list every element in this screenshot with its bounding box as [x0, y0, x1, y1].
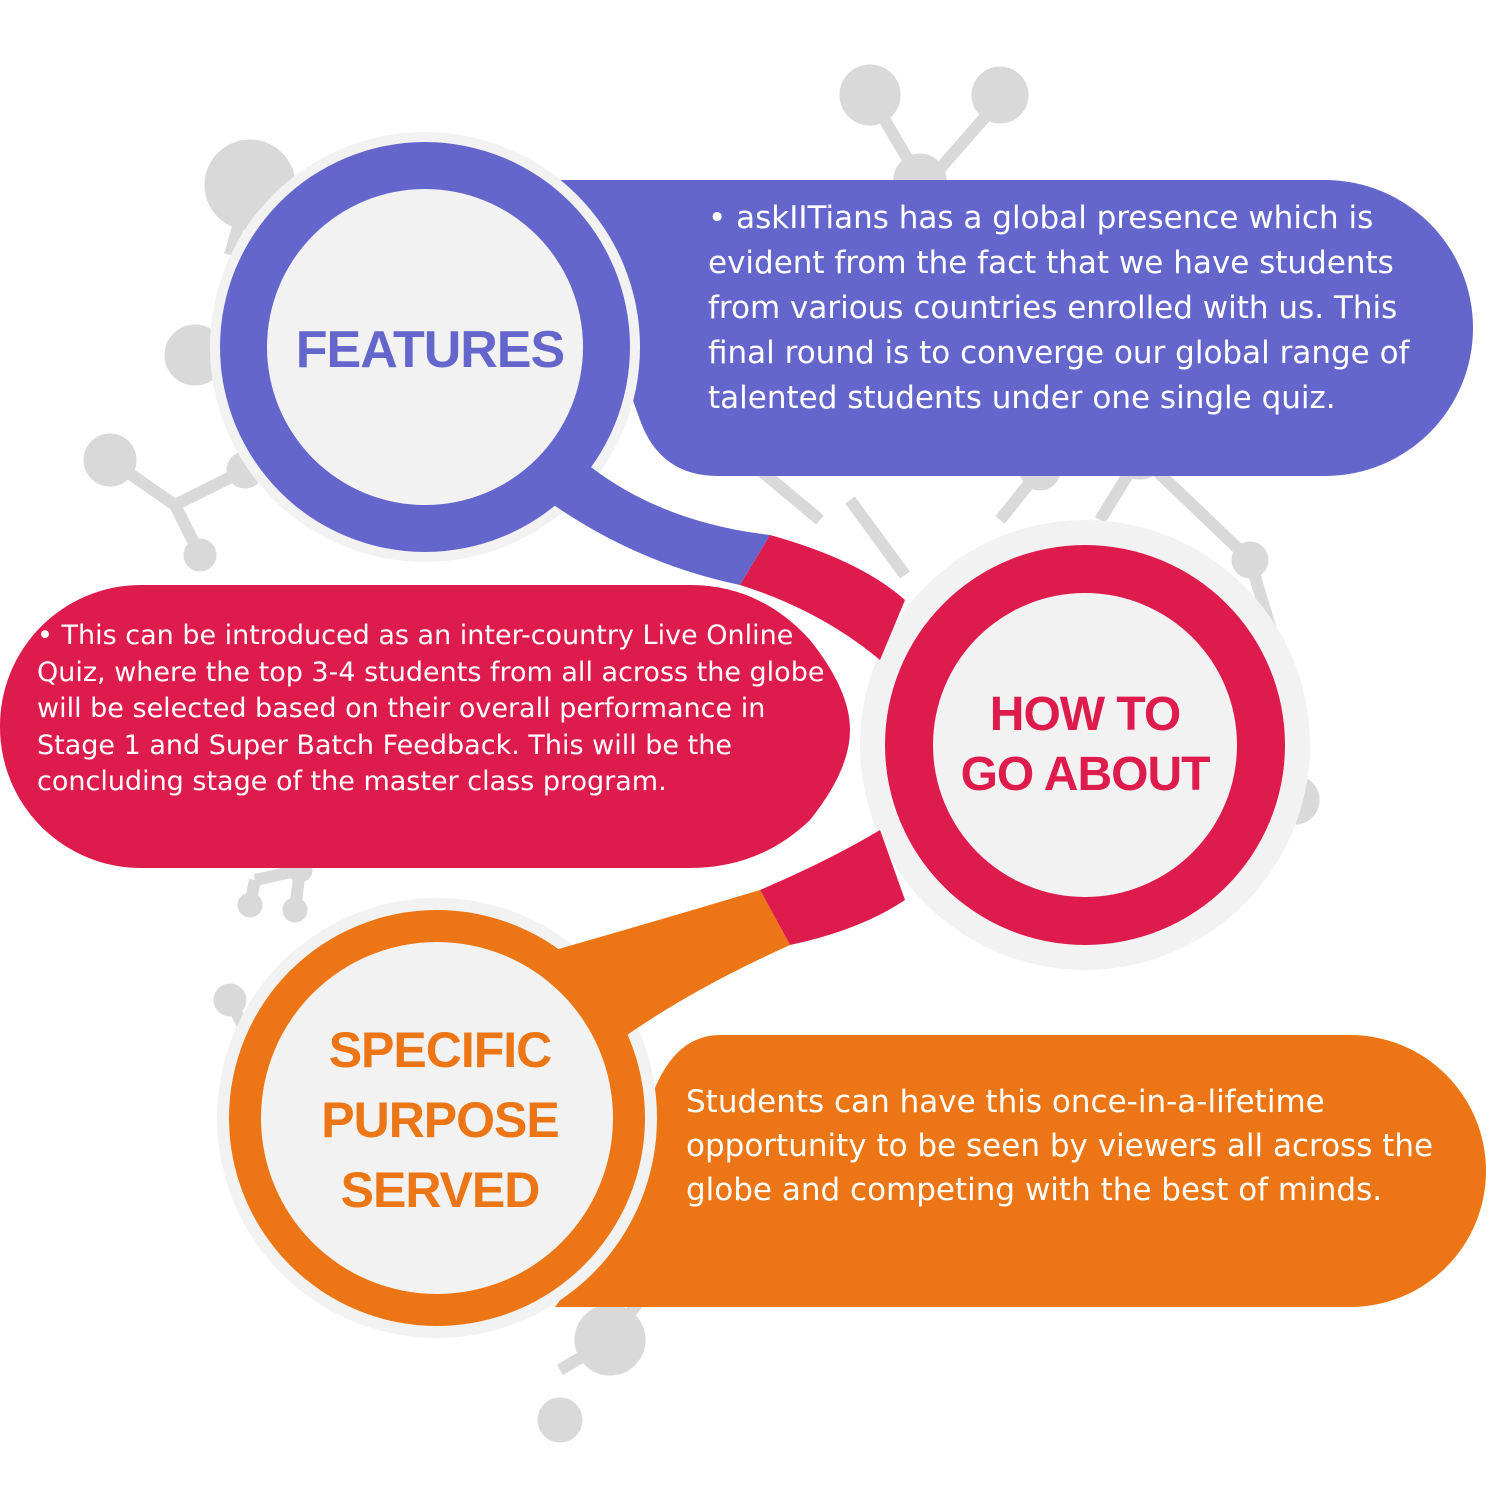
- features-banner: [555, 180, 1473, 476]
- how-to-title-line2: GO ABOUT: [960, 748, 1211, 801]
- how-to-description: • This can be introduced as an inter-cou…: [37, 620, 825, 797]
- how-to-connector-bottom: [760, 830, 905, 945]
- how-to-title-line1: HOW TO: [989, 688, 1181, 741]
- purpose-banner: [555, 1035, 1486, 1307]
- how-to-ring-inner: [933, 593, 1237, 897]
- how-to-banner: [0, 585, 850, 868]
- purpose-title: SPECIFIC PURPOSE SERVED: [280, 1010, 600, 1230]
- features-description: • askIITians has a global presence which…: [708, 200, 1410, 416]
- how-to-title: HOW TO GO ABOUT: [930, 670, 1240, 820]
- features-title-text: FEATURES: [295, 321, 565, 379]
- features-title: FEATURES: [270, 300, 590, 400]
- how-to-connector-top: [740, 535, 905, 660]
- purpose-ring-inner: [261, 942, 613, 1294]
- purpose-description: Students can have this once-in-a-lifetim…: [686, 1084, 1434, 1208]
- purpose-handle: [555, 890, 790, 1040]
- features-ring-inner: [267, 189, 583, 505]
- purpose-title-line1: SPECIFIC: [328, 1022, 553, 1078]
- purpose-title-line2: PURPOSE: [321, 1092, 560, 1148]
- purpose-title-line3: SERVED: [340, 1162, 541, 1218]
